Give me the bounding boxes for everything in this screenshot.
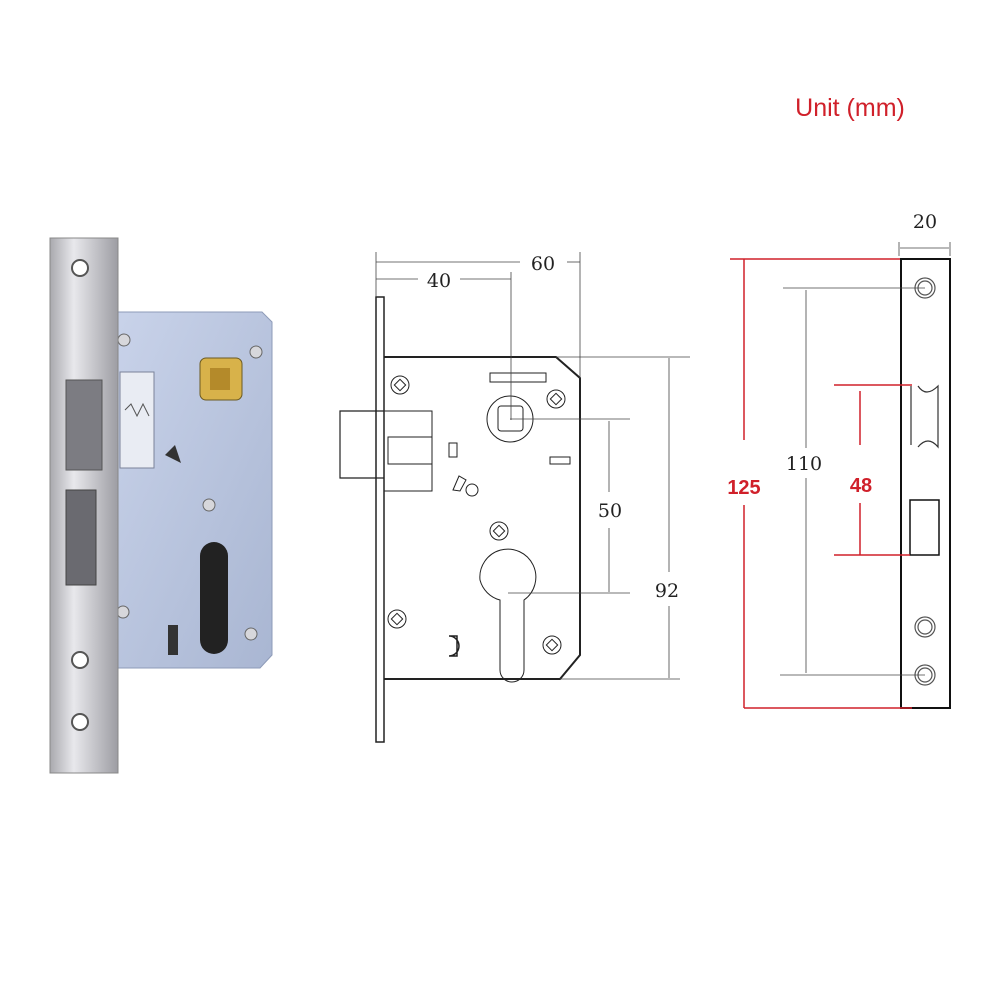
cylinder-outline [479, 548, 537, 683]
dim-92: 92 [655, 580, 679, 602]
deadbolt [65, 489, 97, 586]
dim-60: 60 [531, 253, 555, 275]
unit-label: Unit (mm) [795, 94, 905, 122]
lock-photo [49, 237, 273, 774]
latch [65, 379, 103, 471]
latch-outline [339, 410, 384, 479]
cylinder-hole [200, 542, 228, 654]
dim-48: 48 [850, 475, 872, 497]
bolt-slot [909, 499, 940, 556]
dim-125: 125 [727, 477, 760, 499]
dim-40: 40 [427, 270, 451, 292]
dim-110: 110 [786, 453, 822, 475]
dim-50: 50 [598, 500, 622, 522]
faceplate-outline [375, 296, 385, 743]
lock-body [112, 311, 273, 669]
side-view [730, 242, 951, 709]
faceplate-side-outline [900, 258, 951, 709]
front-view [339, 252, 690, 743]
dim-20: 20 [913, 211, 937, 233]
body-outline [384, 356, 581, 680]
